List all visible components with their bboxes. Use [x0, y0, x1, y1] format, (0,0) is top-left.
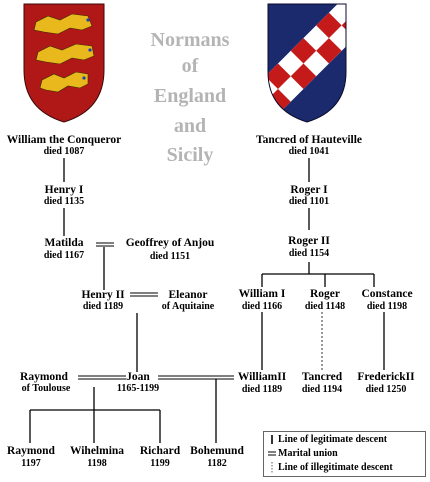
- dotted-line-icon: [268, 462, 278, 474]
- marriage-raymond-joan: [78, 375, 126, 380]
- person-name: Geoffrey of Anjou: [125, 237, 215, 249]
- title-line: Normans: [150, 29, 230, 51]
- title-line: of: [181, 55, 199, 77]
- person-name: Joan: [126, 371, 150, 383]
- person-dates: 1198: [87, 458, 107, 469]
- person-dates: 1199: [150, 458, 170, 469]
- person-dates: died 1166: [241, 301, 283, 312]
- title-line: Sicily: [166, 144, 214, 166]
- legend-label: Line of legitimate descent: [278, 434, 388, 446]
- person-name: Richard: [139, 445, 181, 457]
- person-name: FrederickII: [357, 371, 415, 383]
- person-name: Raymond: [7, 445, 55, 457]
- solid-line-icon: [268, 434, 278, 445]
- legend: Line of legitimate descent Marital union…: [263, 431, 426, 477]
- person-dates: 1165-1199: [116, 383, 160, 394]
- marriage-joan-william2: [158, 375, 234, 380]
- double-line-icon: [268, 448, 278, 459]
- person-dates: died 1194: [301, 384, 343, 395]
- person-dates: 1182: [207, 458, 227, 469]
- person-name: Tancred of Hauteville: [255, 134, 363, 146]
- person-name: Bohemund: [190, 445, 244, 457]
- legend-item: Marital union: [268, 448, 338, 460]
- person-dates: died 1189: [82, 301, 124, 312]
- person-name: Roger II: [288, 235, 330, 247]
- legend-label: Line of illegitimate descent: [278, 462, 393, 474]
- person-name: William the Conqueror: [6, 134, 122, 146]
- person-dates: 1197: [21, 458, 41, 469]
- person-name: Eleanor: [168, 289, 208, 301]
- person-dates: died 1041: [288, 146, 330, 157]
- person-name: Wihelmina: [69, 445, 125, 457]
- person-name: WilliamII: [237, 371, 287, 383]
- person-name: Matilda: [44, 237, 84, 249]
- person-dates: died 1167: [43, 250, 85, 261]
- person-name: Tancred: [301, 371, 343, 383]
- person-dates: died 1151: [149, 251, 191, 262]
- legend-item: Line of illegitimate descent: [268, 462, 393, 474]
- person-subtitle: of Aquitaine: [161, 301, 215, 312]
- title-line: England: [153, 85, 227, 107]
- person-name: Roger: [309, 288, 340, 300]
- person-name: Henry I: [44, 184, 84, 196]
- hauteville-coat-of-arms: [267, 3, 347, 123]
- person-name: William I: [238, 288, 286, 300]
- person-dates: died 1154: [288, 248, 330, 259]
- england-coat-of-arms: [23, 3, 105, 123]
- legend-item: Line of legitimate descent: [268, 434, 387, 446]
- marriage-henry2-eleanor: [130, 292, 158, 297]
- person-subtitle: of Toulouse: [21, 383, 71, 394]
- person-name: Roger I: [290, 184, 328, 196]
- legend-label: Marital union: [278, 448, 338, 460]
- person-dates: died 1198: [366, 301, 408, 312]
- person-dates: died 1250: [365, 384, 407, 395]
- person-dates: died 1087: [43, 146, 85, 157]
- person-dates: died 1135: [43, 196, 85, 207]
- person-dates: died 1148: [304, 301, 346, 312]
- title-line: and: [173, 115, 207, 137]
- marriage-matilda-geoffrey: [96, 242, 114, 247]
- person-name: Constance: [361, 288, 413, 300]
- person-dates: died 1101: [288, 196, 330, 207]
- person-name: Henry II: [81, 289, 125, 301]
- person-dates: died 1189: [241, 384, 283, 395]
- person-name: Raymond: [20, 371, 68, 383]
